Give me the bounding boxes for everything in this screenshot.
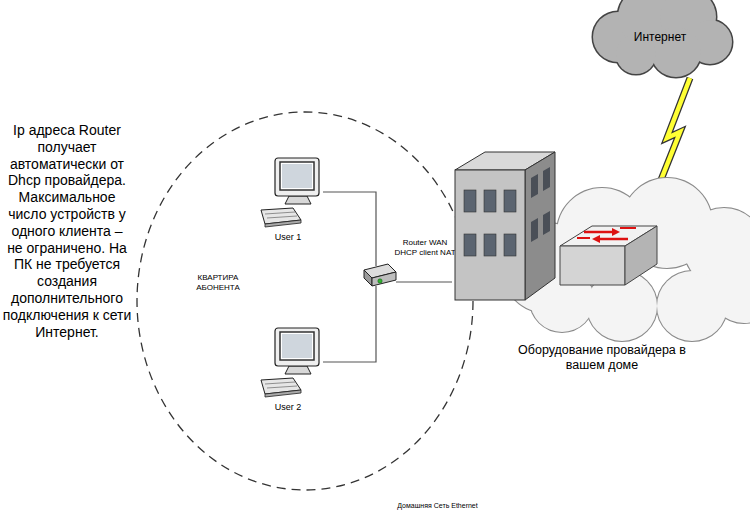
computer-icon	[255, 322, 321, 402]
computer-label: User 1	[255, 232, 321, 243]
cable-path	[396, 281, 452, 282]
provider-cloud	[452, 138, 750, 378]
cable-path	[323, 286, 376, 362]
cable-line	[323, 286, 376, 362]
region-label: КВАРТИРА АБОНЕНТА	[187, 273, 249, 292]
cable-line	[396, 282, 452, 283]
provider-equipment: Оборудование провайдера в вашем доме	[452, 138, 750, 378]
cloud-label: Интернет	[610, 30, 710, 44]
user-computer: User 2	[255, 322, 323, 417]
cable-line	[323, 192, 376, 266]
internet-cloud: Интернет	[588, 0, 733, 80]
computer-icon	[255, 152, 321, 232]
note-text: Ip адреса Router получает автоматически …	[2, 122, 132, 340]
user-computer: User 1	[255, 152, 323, 247]
apartment-region: КВАРТИРА АБОНЕНТА User 1 Router WAN DHCP c…	[135, 110, 475, 492]
provider-label: Оборудование провайдера в вашем доме	[512, 343, 692, 373]
router: Router WAN DHCP client NAT	[358, 236, 460, 296]
router-label: Router WAN DHCP client NAT	[392, 238, 458, 257]
cable-path	[323, 192, 376, 266]
caption: Домашняя Сеть Ethernet	[370, 502, 505, 510]
computer-label: User 2	[255, 402, 321, 413]
